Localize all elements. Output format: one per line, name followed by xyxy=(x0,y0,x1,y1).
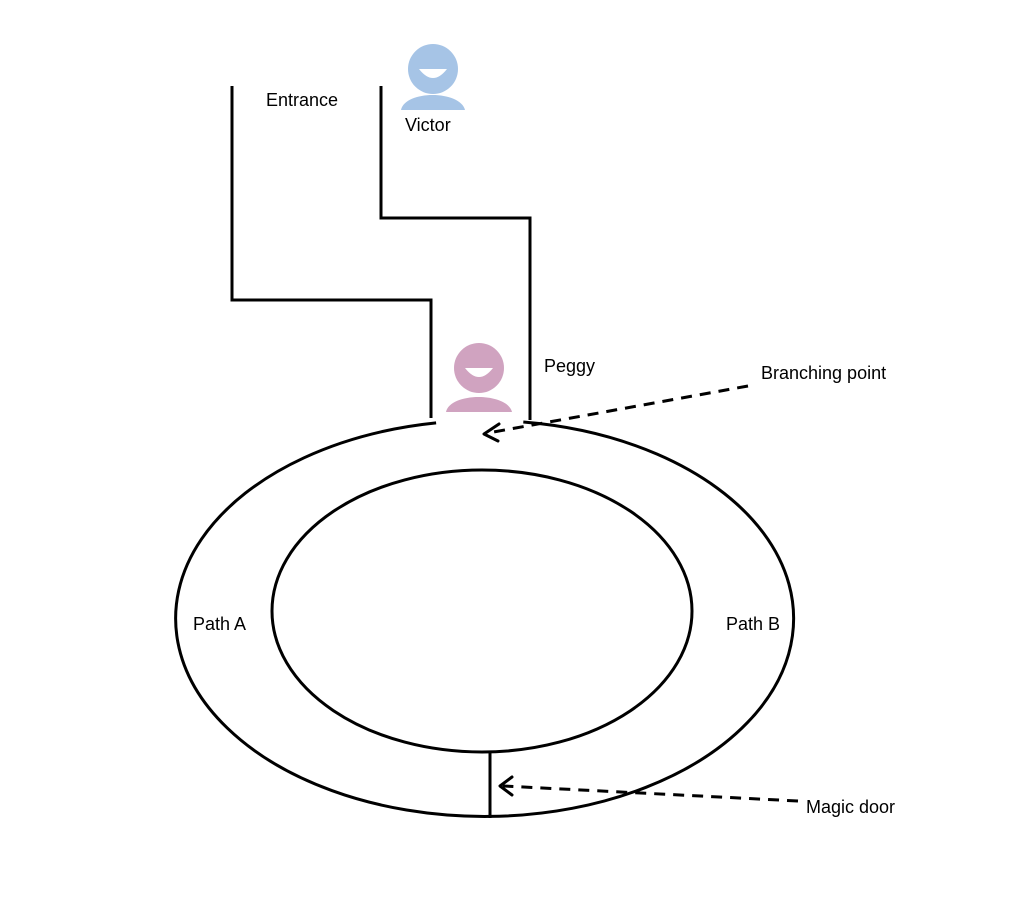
inner-ring xyxy=(270,468,694,754)
magic-door-arrow xyxy=(498,775,799,803)
peggy-person-icon xyxy=(446,343,512,412)
peggy-label: Peggy xyxy=(544,356,596,376)
branching-point-arrow xyxy=(482,384,749,443)
victor-person-icon xyxy=(401,44,465,110)
corridor-left-wall xyxy=(230,86,433,418)
path-a-label: Path A xyxy=(193,614,247,634)
path-b-label: Path B xyxy=(726,614,781,634)
victor-label: Victor xyxy=(405,115,451,135)
corridor-right-wall xyxy=(379,86,532,420)
entrance-label: Entrance xyxy=(266,90,339,110)
branching-point-label: Branching point xyxy=(761,363,887,383)
magic-door-label: Magic door xyxy=(806,797,896,817)
outer-ring xyxy=(174,420,796,818)
